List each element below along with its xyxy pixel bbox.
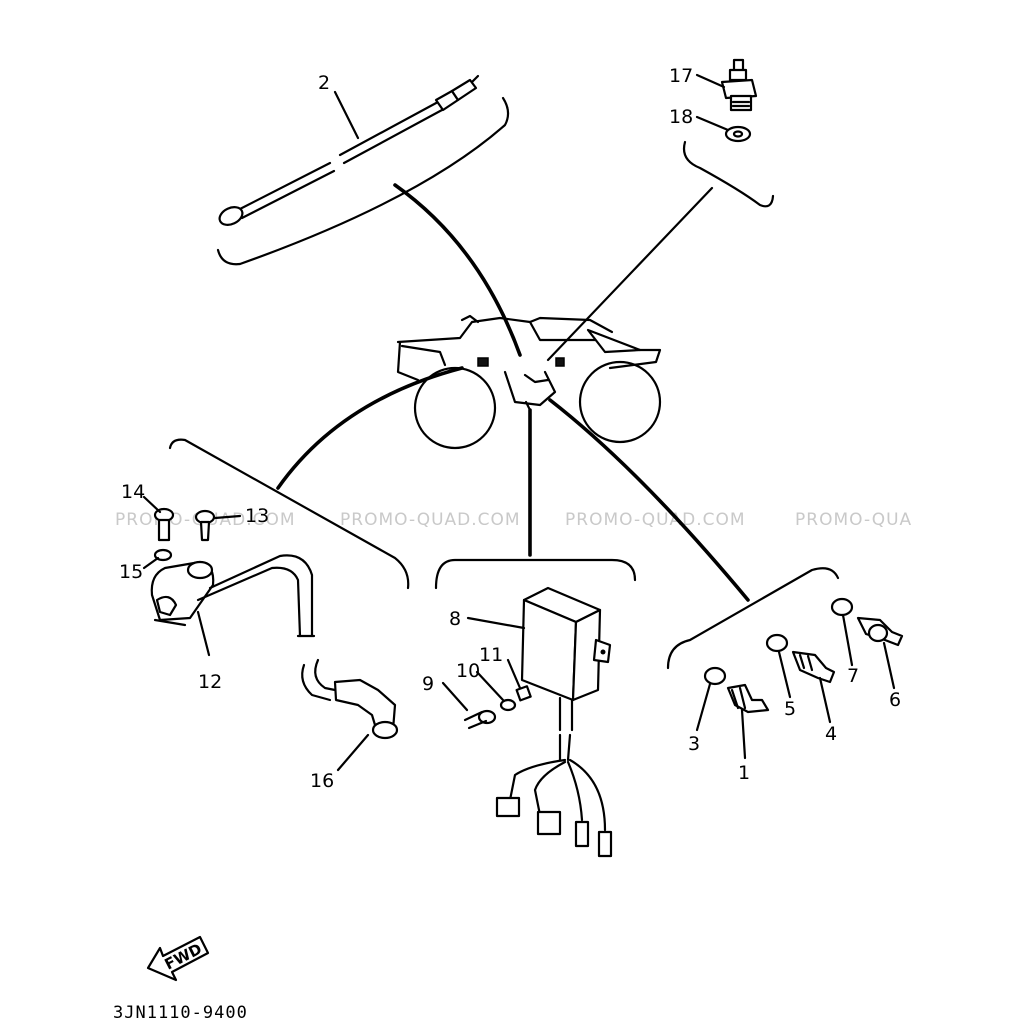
leader-lines [276,366,750,602]
hose-16 [301,658,399,740]
label-10: 10 [456,660,480,682]
switch-1 [726,683,770,714]
label-2: 2 [318,72,330,94]
label-16: 16 [310,770,334,792]
drawing-code: 3JN1110-9400 [113,1003,248,1023]
label-1: 1 [738,762,750,784]
part-labels: 2 17 18 14 13 15 12 16 8 9 10 11 3 1 5 4… [119,65,901,792]
gasket-washer [724,125,752,143]
label-12: 12 [198,671,222,693]
cdi-unit-8 [495,586,613,858]
label-9: 9 [422,673,434,695]
label-15: 15 [119,561,143,583]
watermark: PROMO-QUAD.COM [565,510,746,530]
switch-4 [791,650,836,684]
label-11: 11 [479,644,503,666]
label-18: 18 [669,106,693,128]
washer-5 [765,633,789,653]
label-14: 14 [121,481,145,503]
label-7: 7 [847,665,859,687]
breather-component-12 [150,554,316,638]
forward-arrow-icon: FWD [146,935,210,982]
washer-3 [703,666,727,686]
washer-10 [499,698,517,712]
callout-bracket-right [666,567,840,670]
callout-bracket-cable [216,96,522,357]
label-5: 5 [784,698,796,720]
label-4: 4 [825,723,837,745]
label-leaders [142,73,896,772]
watermarks: PROMO-QUAD.COM PROMO-QUAD.COM PROMO-QUAD… [115,510,912,530]
callout-bracket-center [434,558,637,590]
atv-silhouette [396,314,662,450]
watermark: PROMO-QUA [795,510,912,530]
thermo-switch [720,58,758,112]
label-13: 13 [245,505,269,527]
label-3: 3 [688,733,700,755]
speedometer-cable [218,74,480,226]
callout-bracket-left [168,438,410,590]
nut-11 [515,685,532,702]
watermark: PROMO-QUAD.COM [340,510,521,530]
label-17: 17 [669,65,693,87]
label-6: 6 [889,689,901,711]
screw-13 [194,509,216,542]
switch-6 [856,616,904,647]
screw-9 [463,709,497,730]
washer-7 [830,597,854,617]
label-8: 8 [449,608,461,630]
washer-15 [153,548,173,562]
callout-bracket-thermo [546,140,775,362]
